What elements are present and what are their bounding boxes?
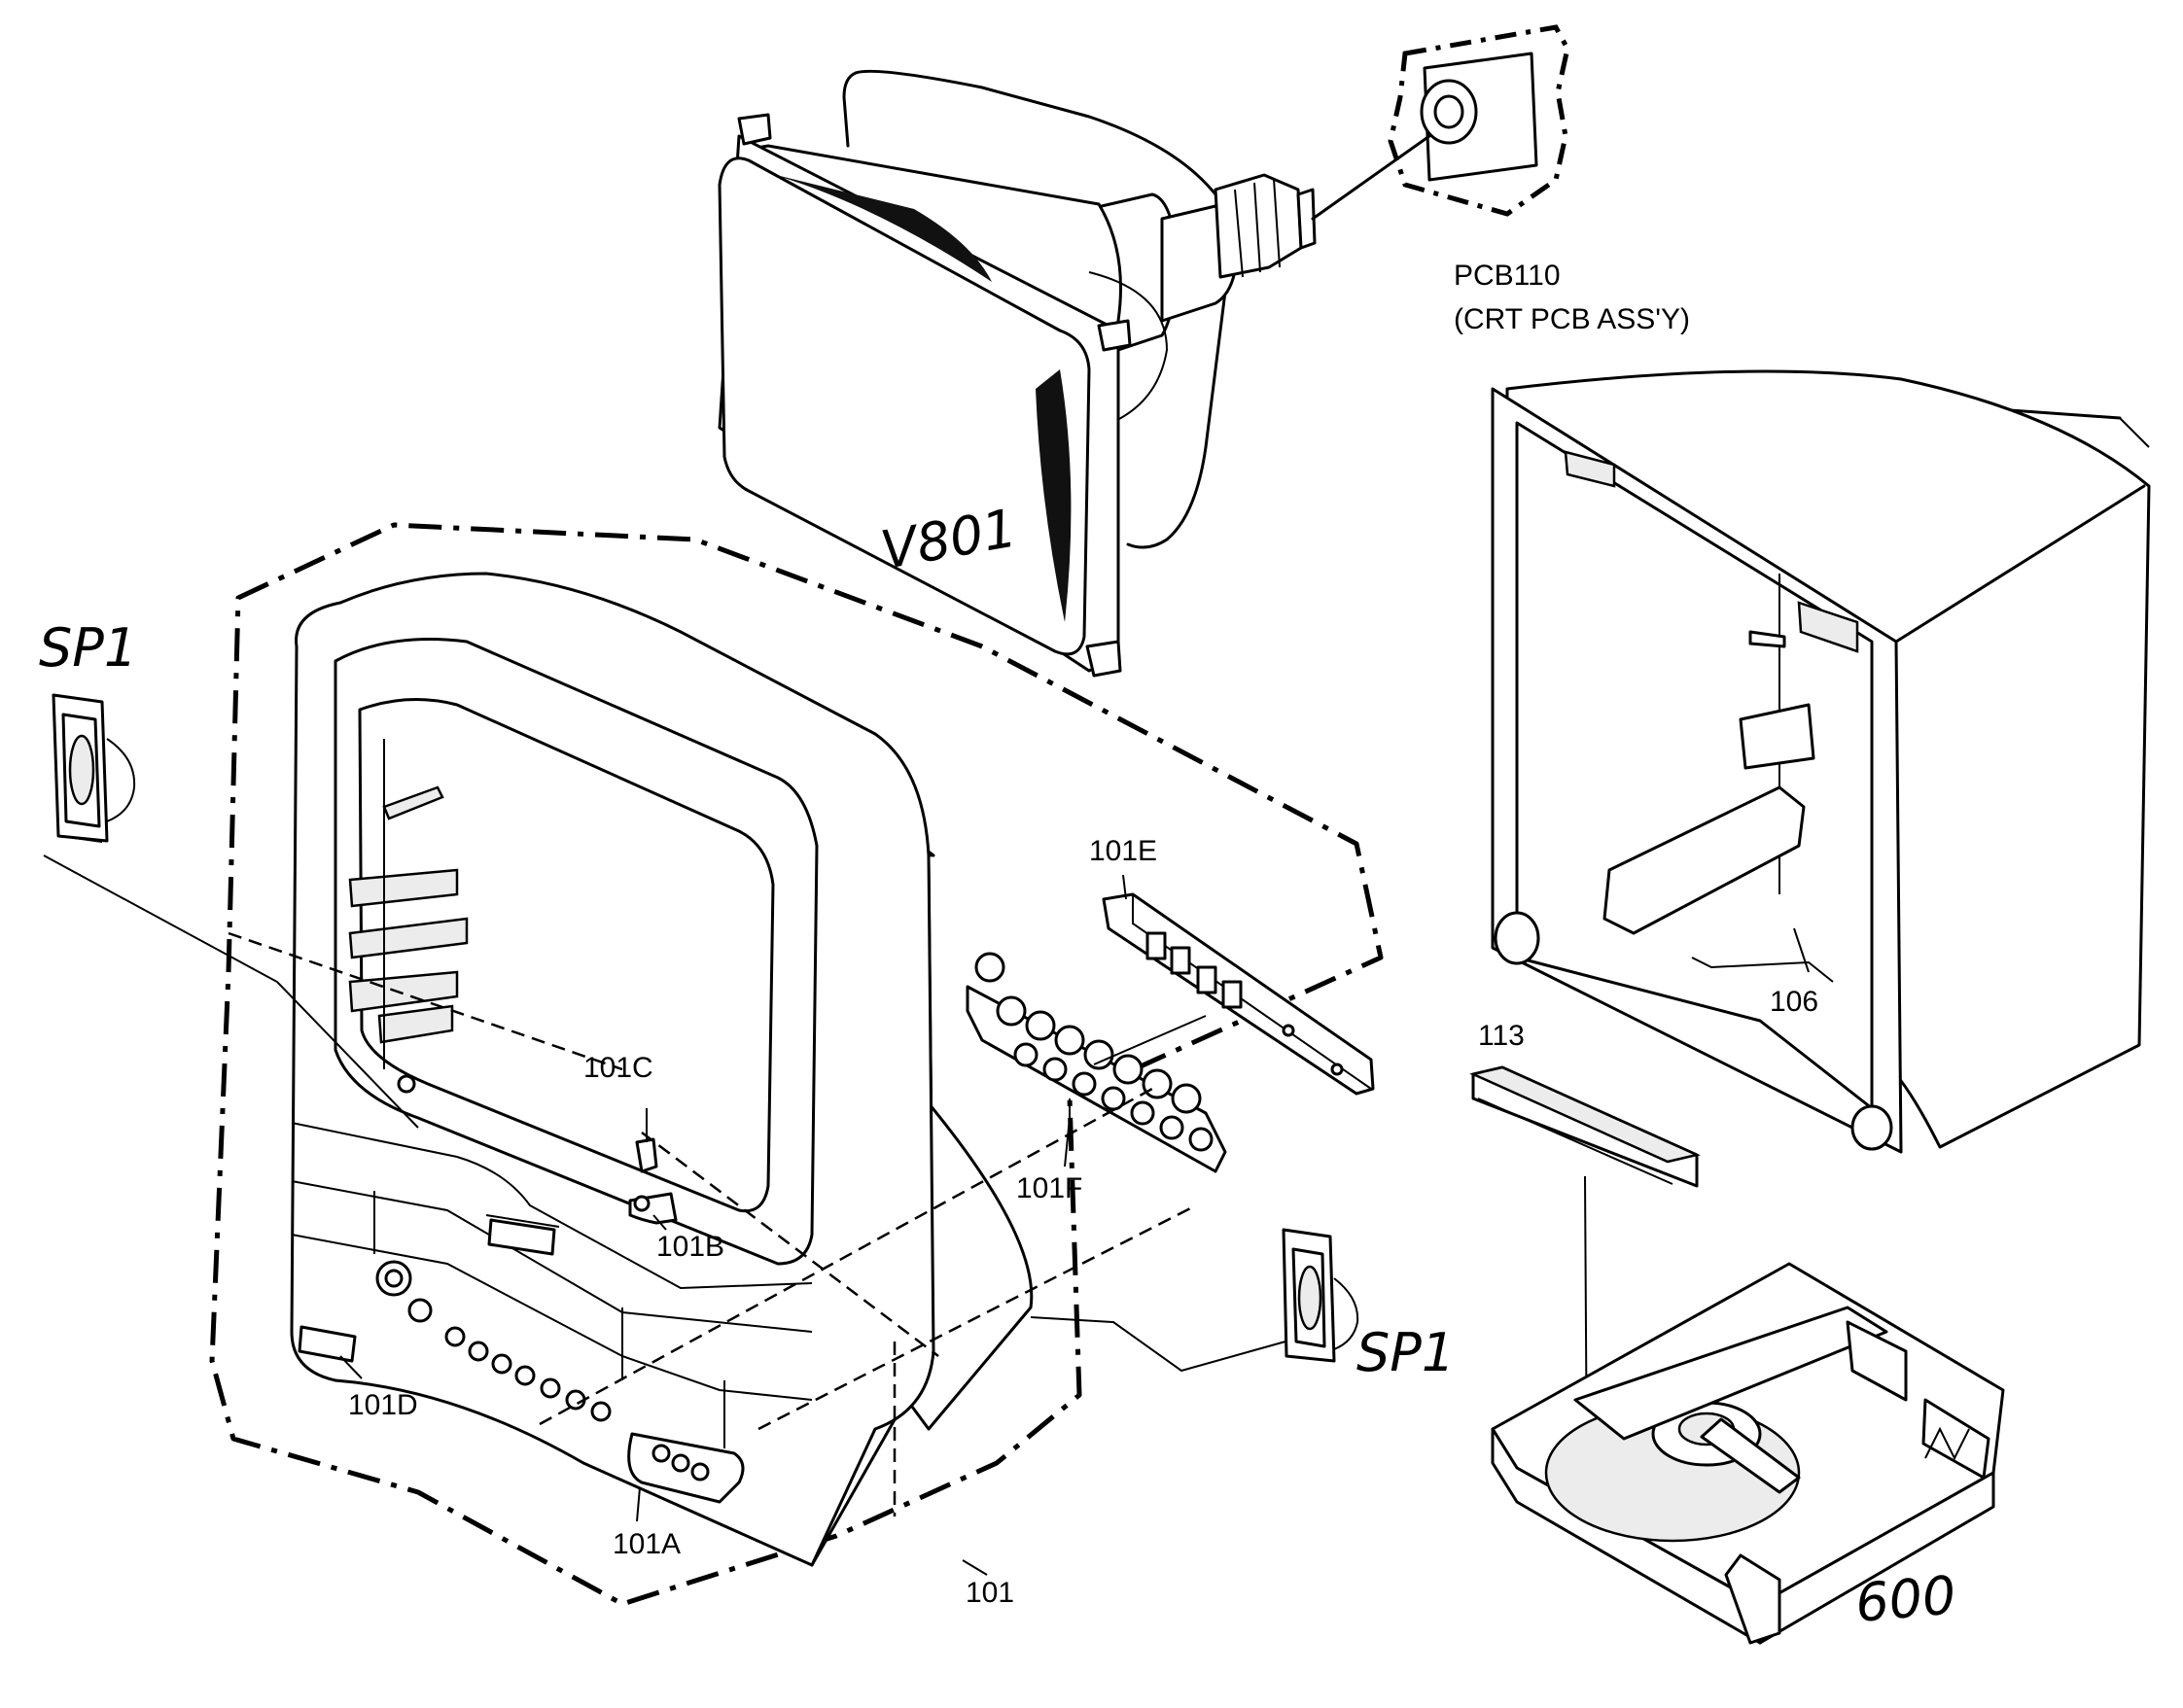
part-101a-label: 101A xyxy=(613,1528,681,1560)
part-106-label: 106 xyxy=(1770,986,1818,1018)
speaker-sp1-left: SP1 xyxy=(39,617,419,1129)
spacer-bar-113: 113 xyxy=(1469,1020,1701,1483)
speaker-sp1-right: SP1 xyxy=(1030,1228,1455,1383)
pcb110-label: PCB110 xyxy=(1454,260,1561,292)
part-101b-label: 101B xyxy=(656,1231,724,1263)
front-cabinet-101 xyxy=(290,572,1034,1567)
dvd-loader-600: 600 xyxy=(1491,1262,2005,1645)
part-101d-label: 101D xyxy=(348,1389,418,1421)
control-pcb-101f xyxy=(966,952,1227,1173)
part-113-label: 113 xyxy=(1478,1020,1525,1052)
pcb110-description: (CRT PCB ASS'Y) xyxy=(1454,303,1690,335)
part-101-label: 101 xyxy=(966,1577,1014,1609)
part-101f-label: 101F xyxy=(1016,1172,1082,1204)
crt-pcb-assembly: PCB110 (CRT PCB ASS'Y) xyxy=(1311,24,1690,335)
bracket-101e xyxy=(1102,874,1375,1096)
part-600-label: 600 xyxy=(1853,1564,1958,1634)
crt-tube-v801: V801 xyxy=(718,69,1317,678)
assembly-guide-lines xyxy=(228,931,1197,1516)
part-101e-label: 101E xyxy=(1089,835,1157,867)
front-cabinet-group-boundary xyxy=(209,522,1384,1607)
back-cabinet-106: 106 xyxy=(1491,369,2151,1154)
part-101c-label: 101C xyxy=(583,1052,653,1084)
sp1-left-label: SP1 xyxy=(39,617,137,679)
part-labels: 101E 101F 101C 101B 101D 101A 101 xyxy=(348,835,1157,1609)
sp1-right-label: SP1 xyxy=(1356,1322,1455,1383)
